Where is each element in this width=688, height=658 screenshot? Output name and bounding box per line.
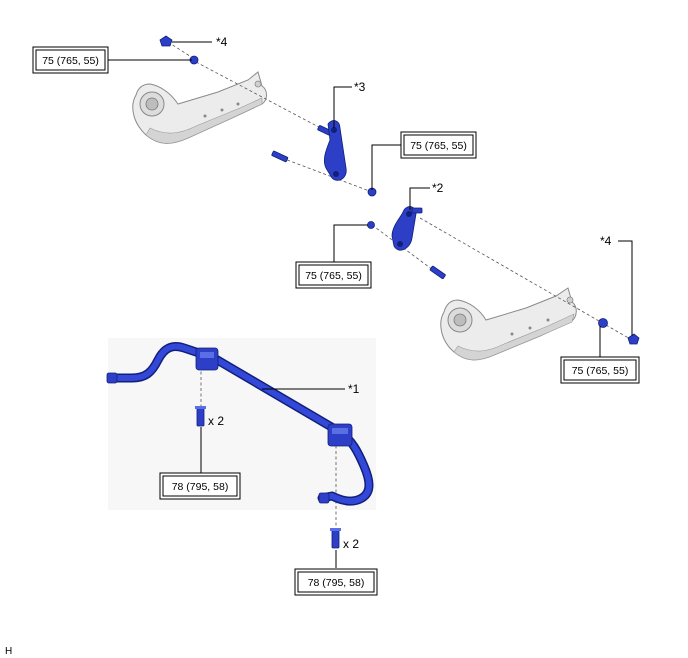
leader-t3 <box>333 224 368 264</box>
svg-text:75 (765, 55): 75 (765, 55) <box>410 140 467 152</box>
lower-right-control-arm <box>440 287 577 361</box>
torque-box-3: 75 (765, 55) <box>295 261 372 289</box>
leader-star3 <box>333 86 352 128</box>
torque-box-4: 75 (765, 55) <box>560 356 640 384</box>
bolt-right-bracket <box>330 528 341 549</box>
nut-right-star4 <box>627 333 640 345</box>
callout-star2: *2 <box>432 181 444 195</box>
svg-text:75 (765, 55): 75 (765, 55) <box>42 55 99 67</box>
torque-box-6: 78 (795, 58) <box>294 568 378 596</box>
nut-top-star4 <box>159 35 173 47</box>
left-bushing-bracket <box>195 347 219 371</box>
callout-star4-right: *4 <box>600 234 612 248</box>
callout-star1: *1 <box>348 382 360 396</box>
bolt-left-bracket <box>195 406 206 427</box>
quantity-left-bolts: x 2 <box>208 414 224 428</box>
callout-star4-top: *4 <box>216 35 228 49</box>
leader-star2 <box>409 187 430 210</box>
alignment-line-link2-upper <box>419 217 633 341</box>
torque-box-5: 78 (795, 58) <box>159 472 241 500</box>
svg-text:78 (795, 58): 78 (795, 58) <box>308 577 365 589</box>
leader-star4-right <box>618 240 633 336</box>
svg-text:78 (795, 58): 78 (795, 58) <box>172 481 229 493</box>
stabilizer-link-2 <box>391 206 423 251</box>
nut-lower-arm <box>598 318 608 328</box>
bolt-link2-lower <box>429 265 446 280</box>
torque-box-1: 75 (765, 55) <box>32 46 109 74</box>
figure-code: H <box>5 646 12 657</box>
svg-text:75 (765, 55): 75 (765, 55) <box>572 365 629 377</box>
upper-left-control-arm <box>132 71 267 144</box>
nut-link2-upper <box>367 221 375 229</box>
callout-star3: *3 <box>354 80 366 94</box>
torque-box-2: 75 (765, 55) <box>400 131 477 159</box>
svg-text:75 (765, 55): 75 (765, 55) <box>305 270 362 282</box>
stabilizer-bar <box>106 342 374 506</box>
right-bushing-bracket <box>327 423 353 447</box>
stabilizer-link-3 <box>323 120 347 181</box>
leader-t2 <box>371 144 402 190</box>
alignment-line-link2-lower <box>371 224 445 279</box>
quantity-right-bolts: x 2 <box>343 537 359 551</box>
bolt-link3-lower <box>271 150 289 163</box>
